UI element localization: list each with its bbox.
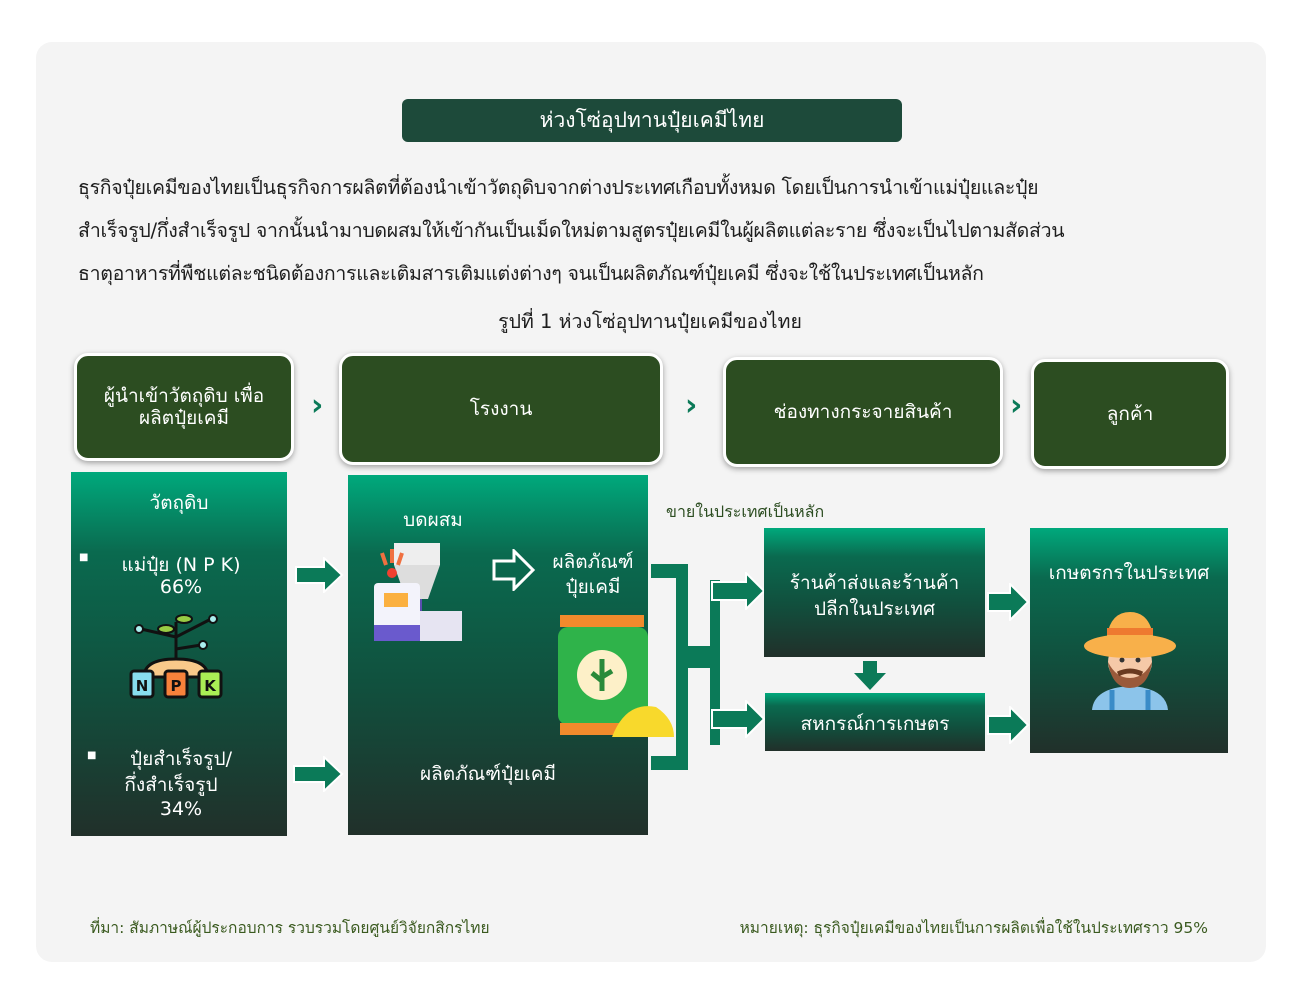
raw-item-npk-pct: 66%	[159, 576, 203, 598]
npk-p: P	[171, 677, 182, 695]
stage-factory: โรงงาน	[339, 353, 663, 465]
remark-note: หมายเหตุ: ธุรกิจปุ๋ยเคมีของไทยเป็นการผลิ…	[739, 919, 1208, 937]
paragraph-line: ธาตุอาหารที่พืชแต่ละชนิดต้องการและเติมสา…	[78, 262, 984, 285]
raw-item-npk: แม่ปุ๋ย (N P K)	[121, 554, 241, 576]
mixing-machine-icon	[374, 543, 462, 641]
paragraph-line: สำเร็จรูป/กึ่งสำเร็จรูป จากนั้นนำมาบดผสม…	[78, 219, 1065, 242]
raw-item-ready-pct: 34%	[159, 798, 203, 820]
arrow-outline-icon	[492, 549, 536, 591]
customer-box: เกษตรกรในประเทศ	[1030, 528, 1228, 753]
arrow-down-icon	[854, 661, 886, 690]
retail-box: ร้านค้าส่งและร้านค้า ปลีกในประเทศ	[764, 528, 985, 657]
paragraph-line: ธุรกิจปุ๋ยเคมีของไทยเป็นธุรกิจการผลิตที่…	[78, 176, 1039, 199]
mix-label: บดผสม	[403, 509, 463, 531]
arrow-right-icon	[711, 572, 766, 610]
raw-title: วัตถุดิบ	[149, 492, 209, 514]
chevron-right-icon: ›	[1010, 388, 1023, 423]
stage-distribution: ช่องทางกระจายสินค้า	[723, 357, 1003, 467]
product-full-label: ผลิตภัณฑ์ปุ๋ยเคมี	[420, 763, 556, 785]
chevron-right-icon: ›	[311, 388, 324, 423]
arrow-right-icon	[987, 583, 1030, 621]
raw-item-semi: กึ่งสำเร็จรูป	[124, 774, 218, 796]
channel-note: ขายในประเทศเป็นหลัก	[666, 502, 825, 521]
factory-box: บดผสม ผลิตภัณฑ์ ปุ๋ยเคมี ผลิตภัณฑ์ปุ๋ยเค…	[348, 475, 674, 835]
raw-material-box: วัตถุดิบ ■ แม่ปุ๋ย (N P K) 66% N P K ■ ป…	[71, 472, 287, 836]
retail-label: ร้านค้าส่งและร้านค้า	[789, 572, 960, 594]
stage-importer: ผู้นำเข้าวัตถุดิบ เพื่อผลิตปุ๋ยเคมี	[74, 353, 294, 461]
product-label: ผลิตภัณฑ์	[552, 551, 634, 573]
farmer-icon	[1084, 612, 1176, 710]
bullet-icon: ■	[87, 750, 97, 761]
intro-paragraph: ธุรกิจปุ๋ยเคมีของไทยเป็นธุรกิจการผลิตที่…	[78, 166, 1248, 295]
npk-k: K	[204, 677, 217, 695]
coop-box: สหกรณ์การเกษตร	[765, 693, 985, 751]
product-label-2: ปุ๋ยเคมี	[565, 576, 621, 598]
customer-label: เกษตรกรในประเทศ	[1048, 562, 1210, 584]
arrow-right-icon	[293, 756, 344, 792]
npk-n: N	[136, 677, 149, 695]
coop-label: สหกรณ์การเกษตร	[800, 713, 950, 735]
figure-caption: รูปที่ 1 ห่วงโซ่อุปทานปุ๋ยเคมีของไทย	[498, 310, 802, 333]
stage-customer: ลูกค้า	[1031, 359, 1229, 469]
source-note: ที่มา: สัมภาษณ์ผู้ประกอบการ รวบรวมโดยศูน…	[90, 919, 490, 937]
arrow-right-icon	[295, 557, 344, 593]
arrow-right-icon	[987, 706, 1030, 744]
retail-label-2: ปลีกในประเทศ	[813, 598, 936, 620]
arrow-right-icon	[711, 700, 766, 738]
chevron-right-icon: ›	[685, 388, 698, 423]
bullet-icon: ■	[79, 552, 89, 563]
distribution-connector	[651, 564, 720, 770]
npk-plant-icon: N P K	[129, 614, 223, 699]
raw-item-ready: ปุ๋ยสำเร็จรูป/	[130, 748, 232, 770]
fertilizer-bag-icon	[558, 615, 674, 737]
page-title: ห่วงโซ่อุปทานปุ๋ยเคมีไทย	[402, 99, 902, 142]
